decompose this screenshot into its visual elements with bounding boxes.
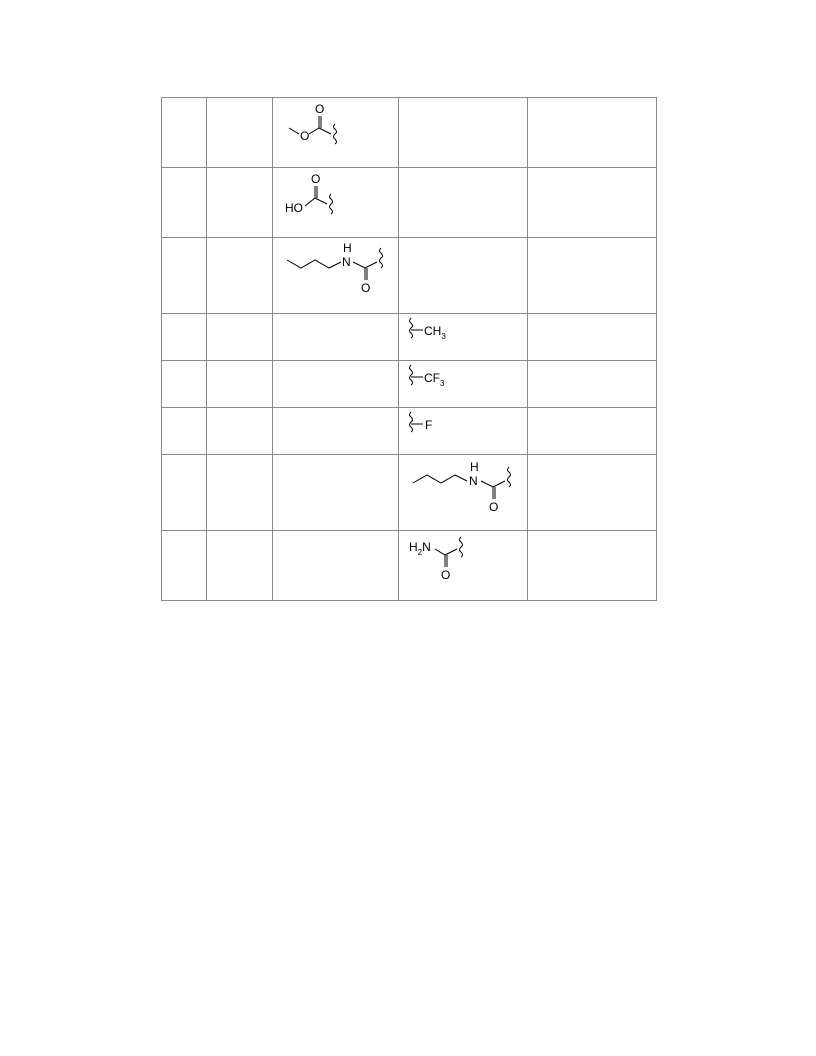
atom-subscript: 3 (441, 332, 446, 341)
primary-amide-structure: H2N O (409, 536, 463, 582)
table-cell (206, 530, 273, 601)
table-cell (272, 454, 399, 531)
table-cell (398, 167, 528, 238)
table-cell (161, 530, 207, 601)
table-cell (161, 167, 207, 238)
substituent-table: O O HO O (161, 97, 657, 601)
table-cell: HO O (272, 167, 399, 238)
table-row: CF3 (161, 360, 657, 408)
butyl-amide-structure: H N O (286, 241, 383, 295)
table-cell (206, 454, 273, 531)
table-cell (527, 530, 657, 601)
table-cell (527, 167, 657, 238)
table-row: HO O (161, 167, 657, 238)
atom-label: N (342, 255, 351, 269)
table-cell (527, 313, 657, 361)
table-cell (272, 313, 399, 361)
atom-label: H (343, 241, 352, 255)
fluoro-structure: F (409, 411, 432, 433)
table-cell (161, 313, 207, 361)
atom-subscript: 3 (440, 379, 445, 388)
table-cell (161, 360, 207, 408)
atom-label: O (300, 129, 309, 143)
table-cell (161, 237, 207, 314)
table-cell (161, 97, 207, 168)
table-cell (206, 237, 273, 314)
atom-label: O (361, 281, 370, 295)
table-cell: H N O (272, 237, 399, 314)
atom-label: N (469, 474, 478, 488)
table-cell: CH3 (398, 313, 528, 361)
table-row: H N O (161, 237, 657, 314)
table-cell (527, 97, 657, 168)
table-cell: H2N O (398, 530, 528, 601)
atom-subscript: 2 (418, 548, 423, 557)
table-row: H N O (161, 454, 657, 531)
table-cell (206, 407, 273, 455)
table-cell (527, 407, 657, 455)
atom-label: O (489, 500, 498, 514)
atom-label: O (315, 102, 324, 116)
table-cell (206, 97, 273, 168)
svg-text:CH3: CH3 (424, 324, 446, 341)
svg-text:H2N: H2N (409, 540, 431, 557)
atom-label: O (441, 568, 450, 582)
table-cell (206, 360, 273, 408)
atom-label: O (311, 172, 320, 186)
table-cell: CF3 (398, 360, 528, 408)
table-cell (272, 360, 399, 408)
methyl-ester-structure: O O (288, 102, 337, 145)
table-cell (527, 454, 657, 531)
trifluoromethyl-structure: CF3 (409, 364, 445, 388)
table-cell (206, 167, 273, 238)
table-cell (527, 360, 657, 408)
table-cell (398, 237, 528, 314)
atom-label: N (422, 540, 431, 554)
table-cell (161, 454, 207, 531)
table-cell (398, 97, 528, 168)
atom-label: CH (424, 324, 441, 338)
atom-label: H (409, 540, 418, 554)
svg-text:CF3: CF3 (424, 371, 445, 388)
table-cell: F (398, 407, 528, 455)
butyl-amide-structure: H N O (412, 460, 511, 514)
table-row: O O (161, 97, 657, 168)
table-cell (161, 407, 207, 455)
table-cell: H N O (398, 454, 528, 531)
table-cell (272, 407, 399, 455)
table-cell: O O (272, 97, 399, 168)
table-row: CH3 (161, 313, 657, 361)
table-cell (206, 313, 273, 361)
table-cell (527, 237, 657, 314)
atom-label: HO (285, 201, 303, 215)
atom-label: CF (424, 371, 440, 385)
atom-label: F (425, 418, 432, 432)
carboxylic-acid-structure: HO O (285, 172, 333, 215)
table-cell (272, 530, 399, 601)
atom-label: H (470, 460, 479, 474)
table-row: H2N O (161, 530, 657, 601)
methyl-structure: CH3 (409, 317, 446, 341)
table-row: F (161, 407, 657, 455)
